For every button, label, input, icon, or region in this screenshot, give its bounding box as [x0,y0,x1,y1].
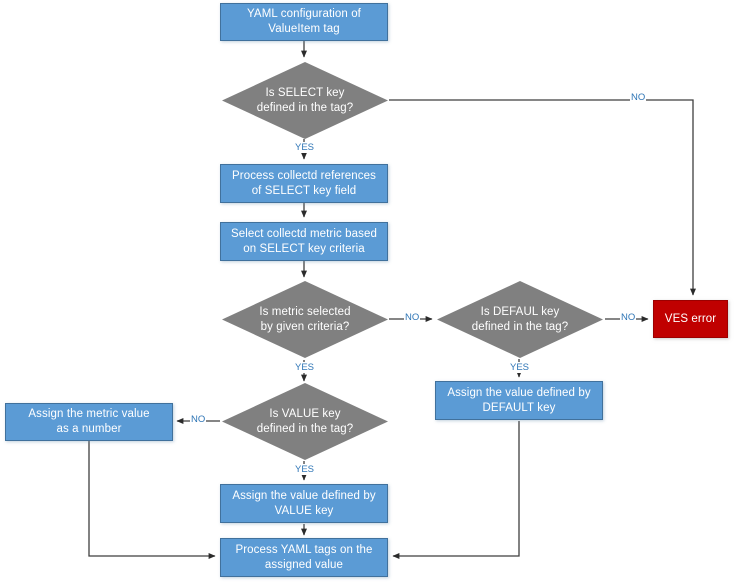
node-is-metric-selected: Is metric selected by given criteria? [222,281,388,358]
node-is-select-key-defined: Is SELECT key defined in the tag? [222,62,388,139]
node-label: Process YAML tags on the assigned value [235,543,373,571]
edge-assign-number-to-process-yaml [88,441,216,559]
node-label: Process collectd references of SELECT ke… [232,169,376,197]
edge-label-metric-no: NO [404,312,421,323]
node-label: Is DEFAUL key defined in the tag? [471,305,569,333]
node-yaml-configuration: YAML configuration of ValueItem tag [220,3,388,41]
node-label: Assign the value defined by DEFAULT key [447,386,591,414]
node-label: Is metric selected by given criteria? [259,305,351,333]
node-process-collectd-references: Process collectd references of SELECT ke… [220,164,388,203]
node-ves-error: VES error [653,300,728,338]
edge-select-no-to-ves-error [389,99,696,296]
node-assign-metric-value-number: Assign the metric value as a number [5,403,173,441]
node-is-value-key-defined: Is VALUE key defined in the tag? [222,383,388,460]
edge-label-defaul-yes: YES [509,362,531,373]
node-assign-value-value-key: Assign the value defined by VALUE key [220,484,388,523]
node-label: Is SELECT key defined in the tag? [256,86,354,114]
node-label: Is VALUE key defined in the tag? [256,407,354,435]
node-label: YAML configuration of ValueItem tag [247,8,361,35]
edge-label-metric-yes: YES [294,362,316,373]
node-is-defaul-key-defined: Is DEFAUL key defined in the tag? [437,281,603,358]
edge-label-select-no: NO [630,92,647,103]
node-label: Assign the value defined by VALUE key [232,489,376,517]
node-assign-value-default-key: Assign the value defined by DEFAULT key [435,381,603,420]
edge-assign-default-to-process-yaml [392,421,520,559]
node-label: Assign the metric value as a number [28,408,150,435]
edge-label-value-yes: YES [294,464,316,475]
edge-label-select-yes: YES [294,142,316,153]
node-label: VES error [664,312,717,325]
node-process-yaml-tags: Process YAML tags on the assigned value [220,538,388,577]
node-select-collectd-metric: Select collectd metric based on SELECT k… [220,222,388,261]
edge-label-value-no: NO [190,414,207,425]
node-label: Select collectd metric based on SELECT k… [231,227,377,255]
edge-label-defaul-no: NO [620,312,637,323]
